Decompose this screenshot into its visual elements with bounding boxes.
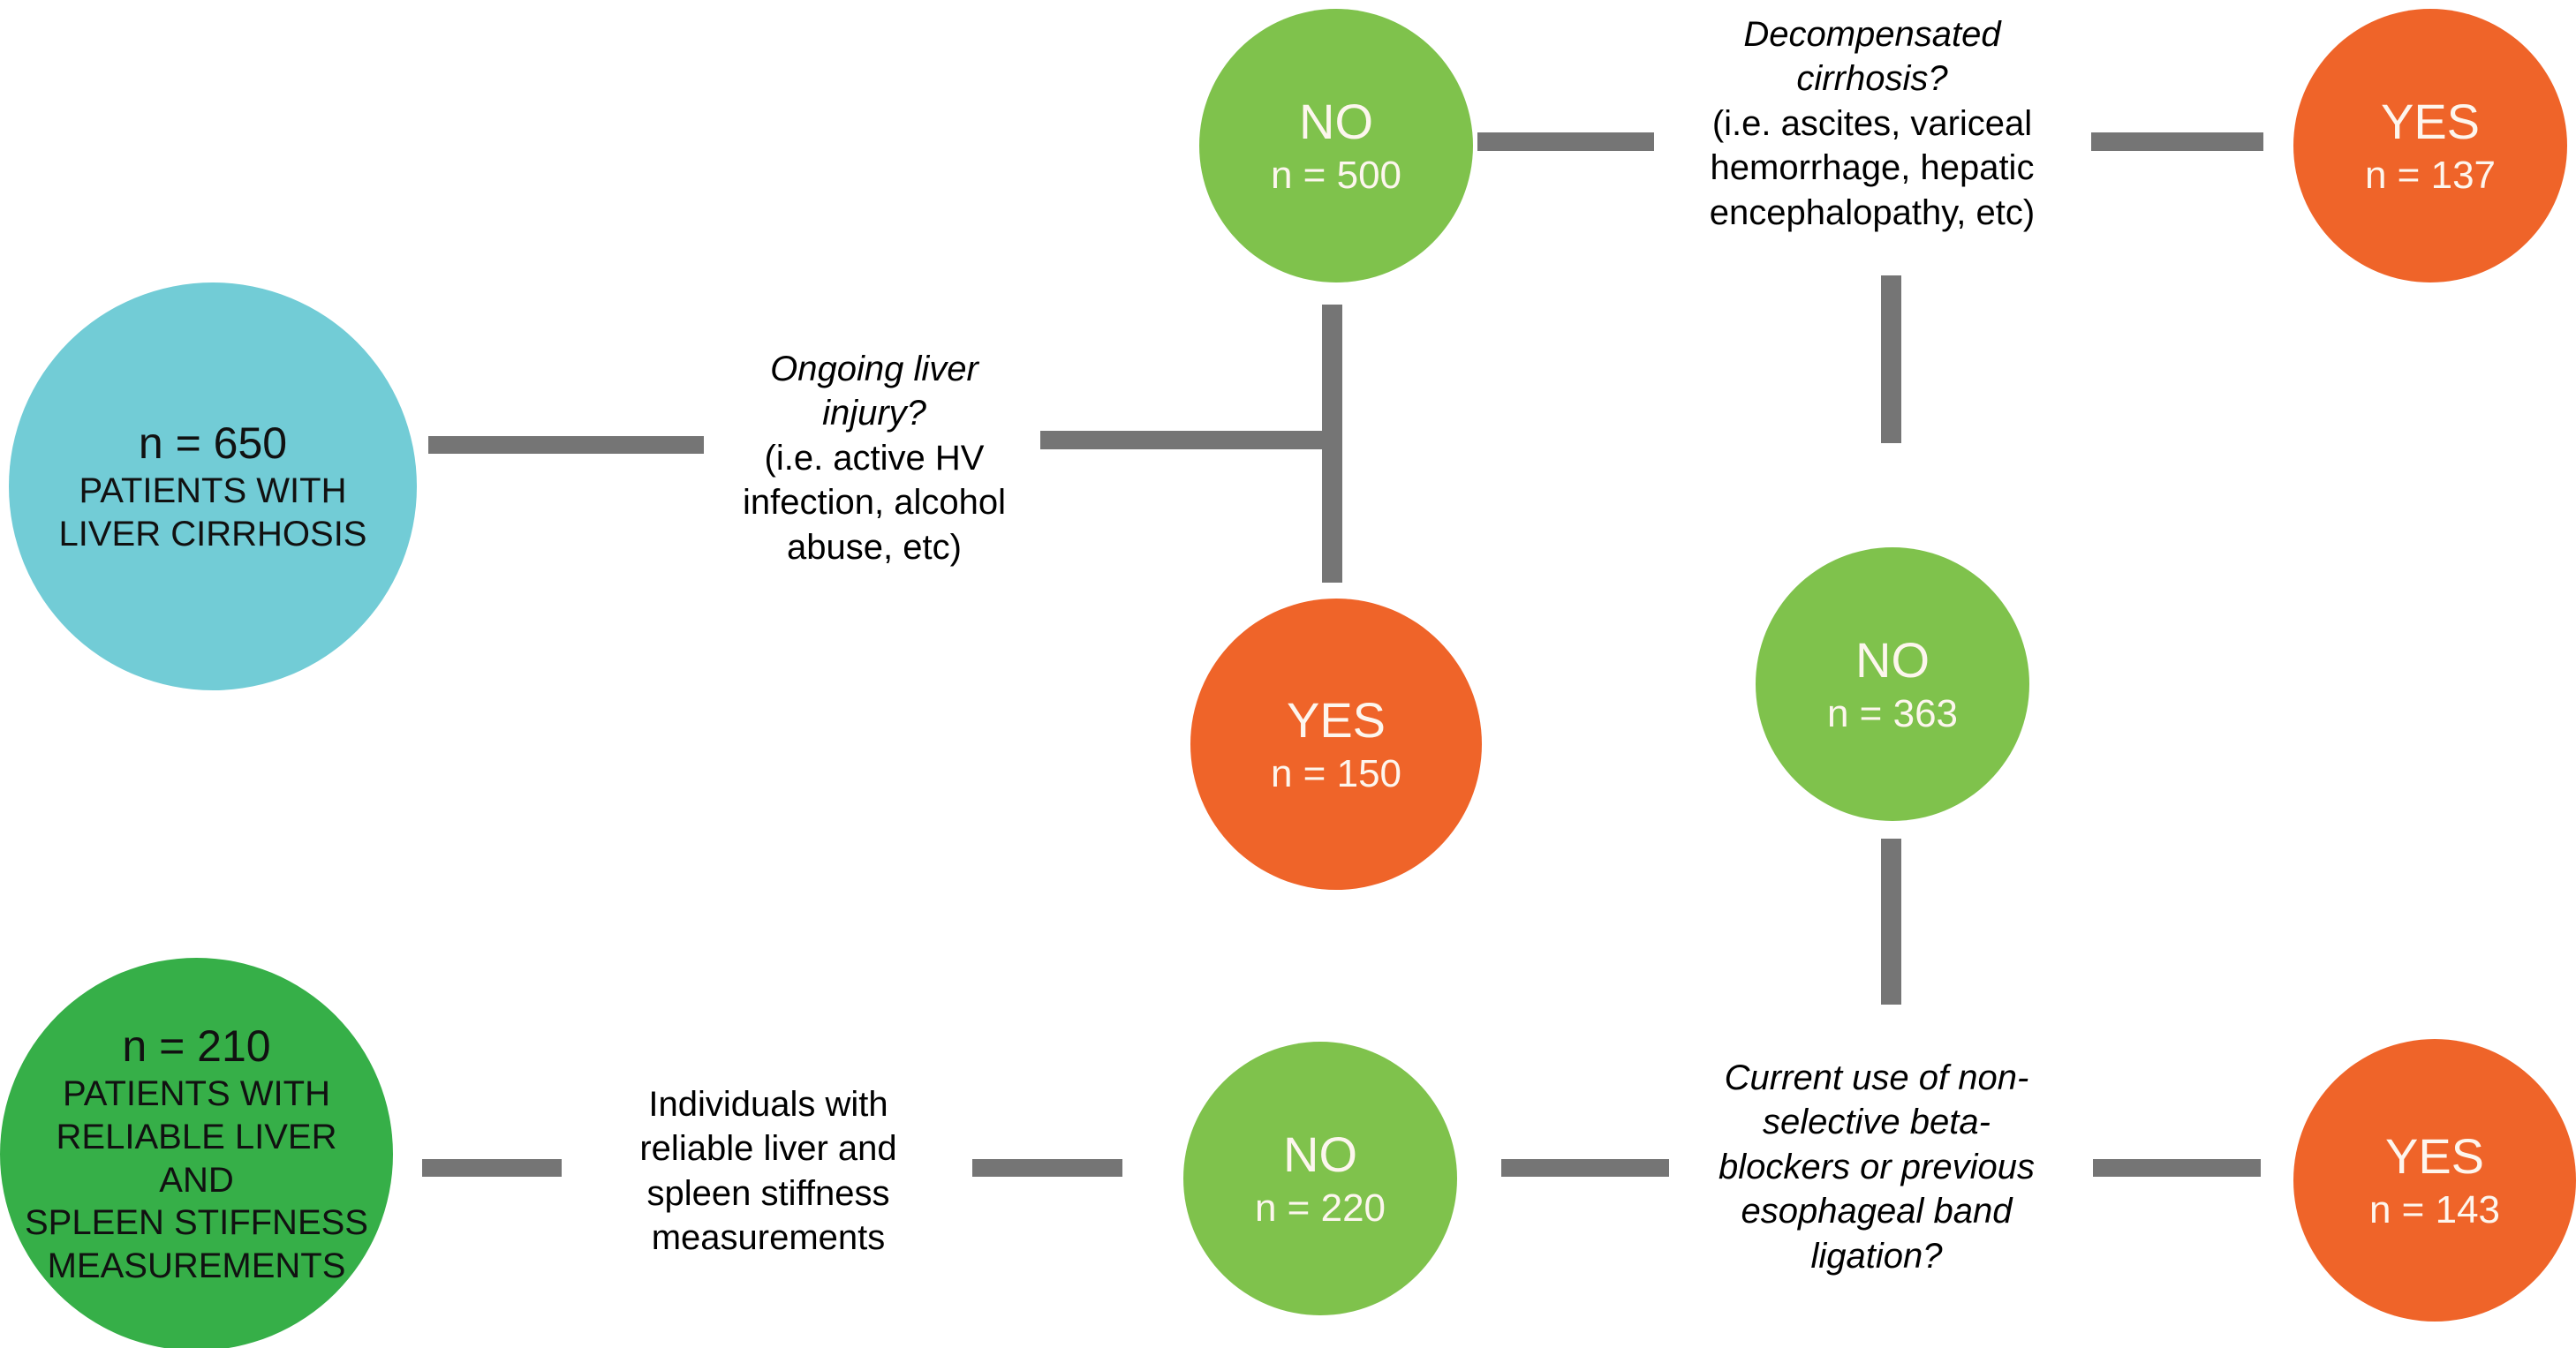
node-no-decompensated[interactable]: NO n = 363 [1756, 547, 2029, 821]
connector-ongoing-injury-vertical-split [1322, 305, 1342, 583]
node-yes-decompensated[interactable]: YES n = 137 [2293, 9, 2567, 282]
label-nsbb-question: Current use of non- selective beta- bloc… [1678, 1056, 2075, 1278]
connector-reliable-label-to-no220 [972, 1159, 1122, 1177]
yes-ongoing-injury-answer: YES [1286, 692, 1386, 748]
connector-no220-to-nsbb-label [1501, 1159, 1669, 1177]
reliable-measurements-line2: reliable liver and [639, 1129, 897, 1169]
connector-ongoing-injury-horizontal [1040, 431, 1332, 449]
ongoing-injury-question-line1: Ongoing liver [770, 350, 978, 388]
yes-decompensated-count: n = 137 [2364, 154, 2497, 198]
cohort-reliable-caption-line1: PATIENTS WITH [63, 1074, 330, 1113]
node-cohort-reliable-measurements[interactable]: n = 210 PATIENTS WITH RELIABLE LIVER AND… [0, 958, 393, 1348]
cohort-cirrhosis-count: n = 650 [138, 418, 288, 468]
ongoing-injury-examples-line1: (i.e. active HV [764, 438, 985, 478]
no-nsbb-answer: NO [1283, 1126, 1357, 1182]
no-ongoing-injury-answer: NO [1299, 94, 1373, 149]
no-decompensated-count: n = 363 [1826, 692, 1959, 736]
cohort-reliable-caption-line3: SPLEEN STIFFNESS [25, 1203, 368, 1243]
node-cohort-liver-cirrhosis[interactable]: n = 650 PATIENTS WITH LIVER CIRRHOSIS [9, 282, 417, 690]
node-no-ongoing-injury[interactable]: NO n = 500 [1199, 9, 1473, 282]
connector-decompensated-to-yes137 [2091, 132, 2263, 151]
cohort-reliable-count: n = 210 [122, 1021, 271, 1071]
yes-ongoing-injury-count: n = 150 [1270, 752, 1402, 796]
yes-nsbb-count: n = 143 [2368, 1188, 2501, 1232]
connector-no500-to-decompensated [1477, 132, 1654, 151]
decompensated-question-line2: cirrhosis? [1796, 59, 1948, 99]
connector-no363-to-nsbb [1881, 839, 1901, 1005]
label-ongoing-liver-injury: Ongoing liver injury? (i.e. active HV in… [706, 347, 1042, 569]
no-decompensated-answer: NO [1855, 632, 1930, 688]
ongoing-injury-question-line2: injury? [822, 394, 926, 433]
label-reliable-measurements: Individuals with reliable liver and sple… [583, 1082, 954, 1261]
no-ongoing-injury-count: n = 500 [1270, 154, 1402, 198]
yes-nsbb-answer: YES [2384, 1128, 2485, 1184]
decompensated-examples-line3: encephalopathy, etc) [1709, 192, 2036, 232]
nsbb-line2: selective beta- [1763, 1103, 1991, 1142]
node-yes-ongoing-injury[interactable]: YES n = 150 [1190, 599, 1482, 890]
reliable-measurements-line4: measurements [651, 1218, 886, 1258]
nsbb-line4: esophageal band [1741, 1192, 2013, 1231]
node-no-nsbb[interactable]: NO n = 220 [1183, 1042, 1457, 1315]
connector-cohort210-to-reliable-label [422, 1159, 562, 1177]
cohort-reliable-caption-line4: MEASUREMENTS [47, 1246, 346, 1286]
cohort-cirrhosis-caption-line2: LIVER CIRRHOSIS [58, 514, 367, 554]
no-nsbb-count: n = 220 [1254, 1186, 1386, 1231]
decompensated-examples-line2: hemorrhage, hepatic [1710, 148, 2035, 188]
yes-decompensated-answer: YES [2380, 94, 2481, 149]
ongoing-injury-examples-line3: abuse, etc) [787, 527, 962, 567]
connector-nsbb-label-to-yes143 [2093, 1159, 2261, 1177]
decompensated-question-line1: Decompensated [1743, 15, 2001, 54]
label-decompensated-cirrhosis: Decompensated cirrhosis? (i.e. ascites, … [1660, 12, 2084, 235]
nsbb-line5: ligation? [1810, 1236, 1943, 1276]
ongoing-injury-examples-line2: infection, alcohol [743, 483, 1006, 523]
node-yes-nsbb[interactable]: YES n = 143 [2293, 1039, 2576, 1322]
connector-decompensated-to-no363 [1881, 275, 1901, 443]
reliable-measurements-line1: Individuals with [648, 1085, 888, 1124]
cohort-cirrhosis-caption-line1: PATIENTS WITH [79, 471, 347, 510]
decompensated-examples-line1: (i.e. ascites, variceal [1711, 103, 2033, 143]
nsbb-line1: Current use of non- [1724, 1058, 2029, 1097]
connector-cohort-to-ongoing-injury [428, 436, 704, 454]
nsbb-line3: blockers or previous [1719, 1147, 2035, 1186]
reliable-measurements-line3: spleen stiffness [646, 1173, 890, 1213]
cohort-reliable-caption-line2: RELIABLE LIVER AND [56, 1117, 337, 1200]
